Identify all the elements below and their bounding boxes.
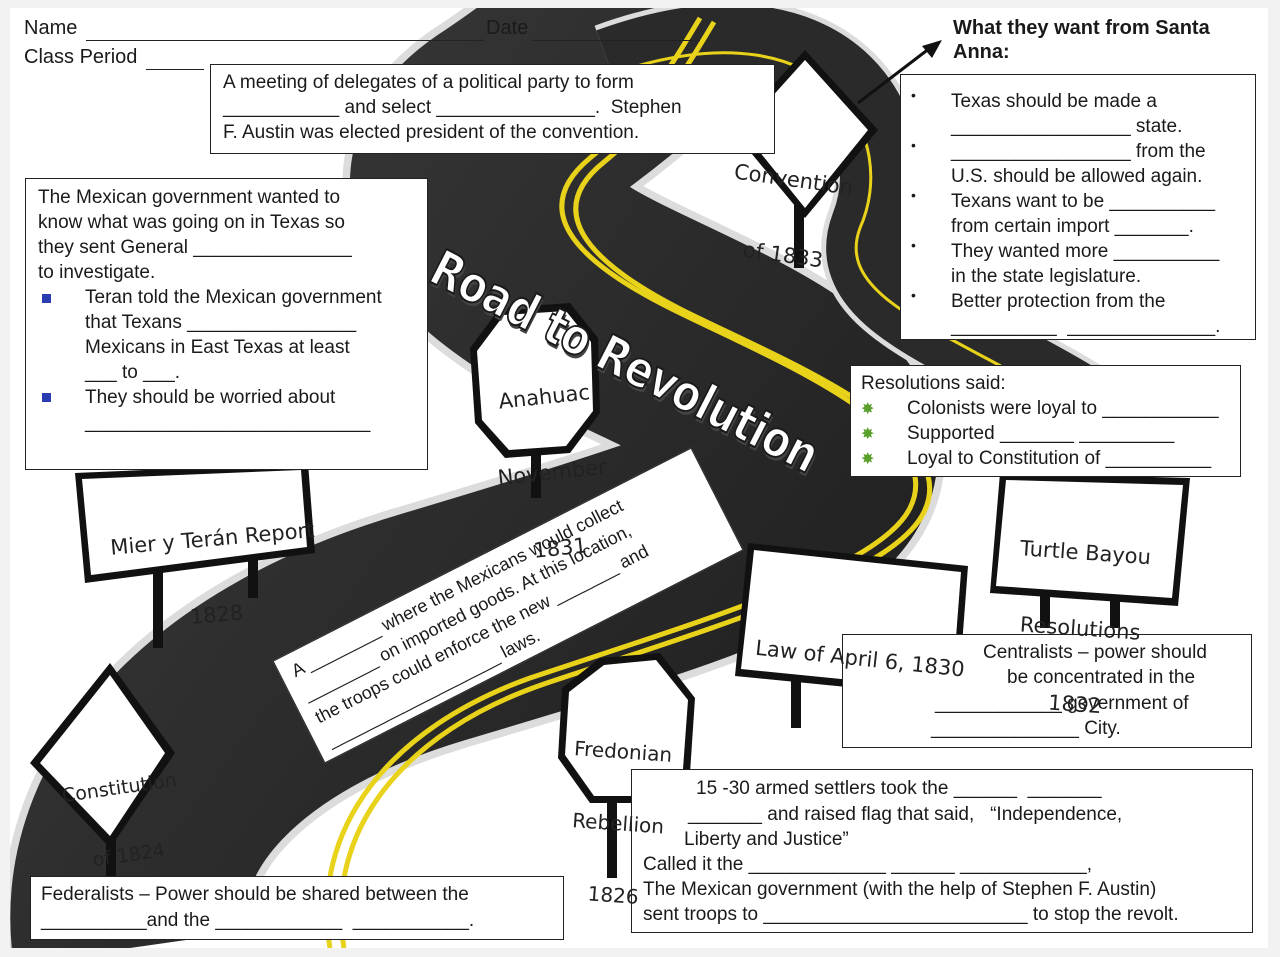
arrow-head [922, 40, 942, 58]
class-period-label: Class Period [24, 46, 138, 68]
sign-mier-line-2: 1828 [188, 600, 245, 629]
teran-line-2: know what was going on in Texas so [38, 212, 345, 233]
teran-line-1: The Mexican government wanted to [38, 187, 341, 208]
teran-bullet-1-line-3: Mexicans in East Texas at least [85, 337, 350, 358]
centralists-line-3: ____________ government of [935, 693, 1189, 714]
sign-fredonian-label: Fredonian Rebellion 1826 [557, 688, 680, 948]
centralists-line-1: Centralists – power should [983, 642, 1207, 663]
sign-turtle-line-1: Turtle Bayou [1019, 536, 1152, 570]
road-far-stripe [629, 51, 1121, 440]
bullet-dot-icon: • [911, 137, 916, 153]
bullet-dot-icon: • [911, 287, 916, 303]
teran-bullet-1-line-2: that Texans ________________ [85, 312, 357, 333]
santa-anna-line: Texas should be made a [951, 91, 1157, 112]
sign-turtle-line-2: Resolutions [1019, 612, 1142, 645]
santa-anna-line: __________ ______________. [951, 316, 1221, 337]
fredonian-line-1: 15 -30 armed settlers took the ______ __… [696, 778, 1102, 799]
sign-constitution-shape [30, 663, 175, 848]
teran-bullet-2-line-1: They should be worried about [85, 387, 336, 408]
fredonian-line-6: sent troops to _________________________… [643, 904, 1179, 925]
sign-mier-shape [75, 463, 315, 583]
green-star-bullet-icon: ✸ [861, 451, 875, 468]
sign-constitution-line-1: Constitution [60, 768, 178, 807]
teran-line-3: they sent General _______________ [38, 237, 352, 258]
federalists-box: Federalists – Power should be shared bet… [30, 876, 564, 940]
fredonian-box: 15 -30 armed settlers took the ______ __… [631, 769, 1253, 933]
santa-anna-line: _________________ from the [951, 141, 1206, 162]
sign-fredonian-line-3: 1826 [586, 881, 640, 909]
resolution-item: Loyal to Constitution of __________ [907, 448, 1212, 469]
santa-anna-heading-line-1: What they want from Santa [953, 17, 1210, 39]
teran-bullet-1-line-1: Teran told the Mexican government [85, 287, 382, 308]
teran-bullet-1-line-4: ___ to ___. [85, 362, 181, 383]
fredonian-line-2: _______ and raised flag that said, “Inde… [688, 804, 1123, 825]
santa-anna-heading-line-2: Anna: [953, 41, 1010, 63]
fredonian-line-5: The Mexican government (with the help of… [643, 879, 1157, 900]
sign-anahuac-line-3: 1831 [532, 532, 588, 563]
federalists-line-2: __________and the ____________ _________… [41, 910, 475, 931]
worksheet-page: Name Date Class Period Road to Revolutio… [10, 8, 1268, 948]
convention-line-3: F. Austin was elected president of the c… [223, 122, 640, 143]
arrow-icon [857, 46, 931, 105]
teran-report-box: The Mexican government wanted to know wh… [25, 178, 428, 470]
sign-mier-line-1: Mier y Terán Report [109, 518, 316, 561]
federalists-line-1: Federalists – Power should be shared bet… [41, 884, 469, 905]
square-bullet-icon [42, 393, 51, 402]
bullet-dot-icon: • [911, 87, 916, 103]
sign-turtle-shape [990, 473, 1190, 606]
centralists-box: Centralists – power should be concentrat… [842, 634, 1252, 748]
name-label: Name [24, 17, 78, 39]
road-far-surface [596, 8, 1154, 471]
name-field[interactable] [86, 40, 484, 41]
resolutions-heading: Resolutions said: [861, 373, 1006, 394]
santa-anna-line: Better protection from the [951, 291, 1166, 312]
santa-anna-line: _________________ state. [951, 116, 1183, 137]
convention-line-1: A meeting of delegates of a political pa… [223, 72, 634, 93]
teran-line-4: to investigate. [38, 262, 156, 283]
bullet-dot-icon: • [911, 187, 916, 203]
santa-anna-line: U.S. should be allowed again. [951, 166, 1203, 187]
fredonian-line-4: Called it the _____________ ______ _____… [643, 854, 1093, 875]
sign-law-line-1: Law of April 6, 1830 [754, 636, 966, 682]
resolution-item: Supported _______ _________ [907, 423, 1175, 444]
green-star-bullet-icon: ✸ [861, 401, 875, 418]
green-star-bullet-icon: ✸ [861, 426, 875, 443]
centralists-line-2: be concentrated in the [1007, 667, 1196, 688]
santa-anna-line: from certain import _______. [951, 216, 1194, 237]
sign-constitution-line-2: of 1824 [91, 839, 167, 872]
sign-fredonian-line-2: Rebellion [571, 808, 665, 839]
resolution-item: Colonists were loyal to ___________ [907, 398, 1219, 419]
bullet-dot-icon: • [911, 237, 916, 253]
santa-anna-line: Texans want to be __________ [951, 191, 1216, 212]
convention-definition-box: A meeting of delegates of a political pa… [210, 64, 775, 154]
convention-line-2: ___________ and select _______________. … [223, 97, 682, 118]
sign-fredonian-line-1: Fredonian [573, 736, 674, 767]
santa-anna-line: in the state legislature. [951, 266, 1142, 287]
sign-anahuac-line-1: Anahuac [497, 380, 592, 415]
sign-anahuac-shape [470, 303, 600, 458]
date-field[interactable] [532, 40, 700, 41]
teran-bullet-2-line-2: ___________________________ [85, 412, 371, 433]
santa-anna-line: They wanted more __________ [951, 241, 1220, 262]
sign-turtle-label: Turtle Bayou Resolutions 1832 [1001, 486, 1160, 772]
sign-constitution-label: Constitution of 1824 [52, 723, 196, 920]
sign-fredonian-shape [558, 653, 695, 803]
sign-anahuac-line-2: November [496, 454, 608, 491]
sign-convention-line-2: of 1833 [741, 237, 825, 273]
date-label: Date [486, 17, 529, 39]
resolutions-box: Resolutions said: ✸ ✸ ✸ Colonists were l… [850, 365, 1241, 477]
sign-turtle-line-3: 1832 [1047, 690, 1103, 718]
centralists-line-4: ______________ City. [931, 718, 1121, 739]
class-period-field[interactable] [146, 69, 204, 70]
santa-anna-box: • • • • • Texas should be made a _______… [900, 74, 1256, 340]
sign-mier-label: Mier y Terán Report 1828 [105, 469, 322, 687]
fredonian-line-3: Liberty and Justice” [684, 829, 849, 850]
sign-convention-line-1: Convention [732, 159, 855, 201]
sign-law-label: Law of April 6, 1830 [749, 586, 971, 733]
square-bullet-icon [42, 294, 51, 303]
